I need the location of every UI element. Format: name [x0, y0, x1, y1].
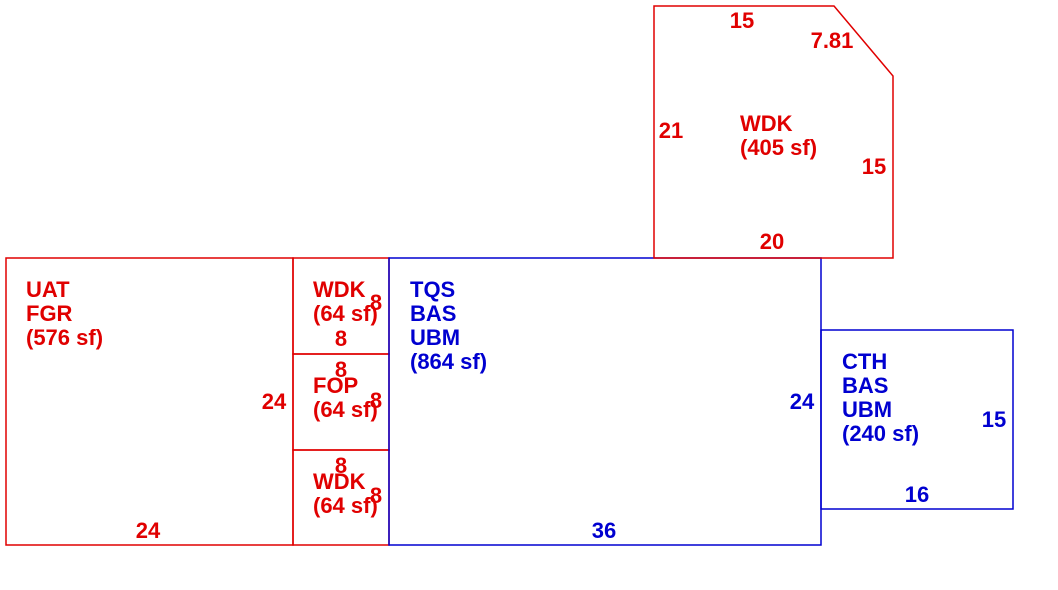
dimension-cth-bottom: 16 — [905, 482, 929, 507]
dimension-wdk-bottom-right: 8 — [370, 483, 382, 508]
dimension-wdk-bottom-top: 8 — [335, 453, 347, 478]
cth-area-outline — [820, 329, 1014, 510]
dimension-wdk-top-right: 8 — [370, 290, 382, 315]
area-label-tqs: TQS BAS UBM (864 sf) — [410, 277, 487, 374]
dimension-tqs-bottom: 36 — [592, 518, 616, 543]
area-label-uat: UAT FGR (576 sf) — [26, 277, 103, 350]
dimension-deck-bottom: 20 — [760, 229, 784, 254]
area-label-cth: CTH BAS UBM (240 sf) — [842, 349, 919, 446]
wdk-deck-area-outline — [653, 5, 894, 259]
dimension-uat-right: 24 — [262, 389, 287, 414]
dimension-deck-right: 15 — [862, 154, 886, 179]
dimension-cth-right: 15 — [982, 407, 1006, 432]
dimension-tqs-right: 24 — [790, 389, 815, 414]
dimension-uat-bottom: 24 — [136, 518, 161, 543]
dimension-fop-right: 8 — [370, 388, 382, 413]
dimension-deck-top: 15 — [730, 8, 754, 33]
area-label-fop: FOP (64 sf) — [313, 373, 378, 422]
area-label-wdk-top: WDK (64 sf) — [313, 277, 378, 326]
dimension-fop-top: 8 — [335, 357, 347, 382]
dimension-deck-left: 21 — [659, 118, 683, 143]
dimension-wdk-top-bottom: 8 — [335, 326, 347, 351]
area-label-wdk-deck: WDK (405 sf) — [740, 111, 817, 160]
dimension-deck-diagonal: 7.81 — [811, 28, 854, 53]
area-label-wdk-bottom: WDK (64 sf) — [313, 469, 378, 518]
